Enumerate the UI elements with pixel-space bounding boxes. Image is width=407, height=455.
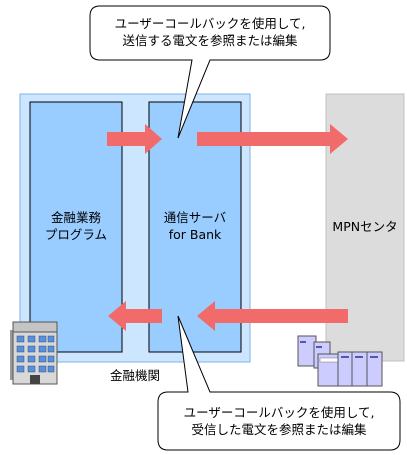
business-program-line2: プログラム — [44, 227, 108, 242]
callout-bottom-text: ユーザーコールバックを使用して, 受信した電文を参照または編集 — [158, 404, 400, 438]
office-building-icon — [10, 321, 58, 385]
send-arrow-2 — [197, 124, 348, 154]
send-arrow-1 — [107, 124, 162, 154]
callout-bottom — [157, 315, 401, 451]
callout-top — [89, 5, 331, 139]
callout-bottom-line1: ユーザーコールバックを使用して, — [183, 405, 375, 420]
server-computers-icon — [297, 335, 383, 387]
business-program-label: 金融業務 プログラム — [30, 209, 122, 243]
business-program-box — [29, 101, 123, 353]
callout-bottom-line2: 受信した電文を参照または編集 — [191, 422, 367, 437]
comm-server-line1: 通信サーバ — [163, 210, 227, 225]
receive-arrow-2 — [108, 301, 162, 331]
institution-label: 金融機関 — [109, 368, 160, 383]
receive-arrow-1 — [197, 301, 348, 331]
comm-server-label: 通信サーバ for Bank — [149, 209, 241, 243]
business-program-line1: 金融業務 — [50, 210, 101, 225]
callout-top-text: ユーザーコールバックを使用して, 送信する電文を参照または編集 — [90, 15, 330, 49]
callout-top-line1: ユーザーコールバックを使用して, — [114, 16, 306, 31]
mpn-center-label: MPNセンタ — [332, 219, 398, 234]
callout-top-line2: 送信する電文を参照または編集 — [122, 33, 298, 48]
comm-server-line2: for Bank — [168, 227, 222, 242]
